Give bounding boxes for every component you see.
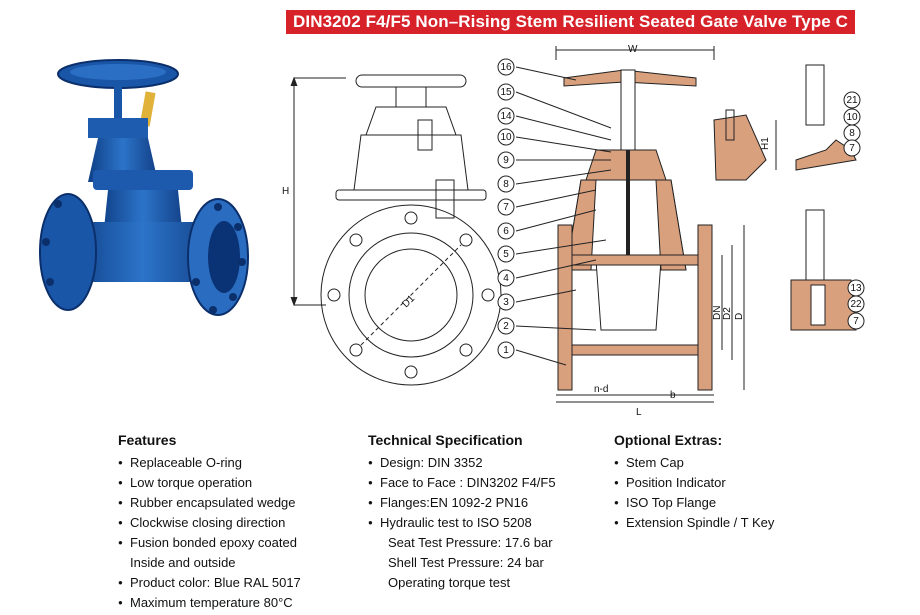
callout-8: 8 xyxy=(503,179,509,190)
extra-item: Stem Cap xyxy=(614,453,774,473)
detail-callout-21: 21 xyxy=(846,95,858,106)
dim-b: b xyxy=(670,390,676,401)
extra-item: Position Indicator xyxy=(614,473,774,493)
feature-item: Fusion bonded epoxy coated xyxy=(118,533,301,553)
technical-drawing: 16 15 14 10 9 8 7 6 5 4 3 2 1 21 10 8 7 … xyxy=(282,44,865,418)
spec-item: Flanges:EN 1092-2 PN16 xyxy=(368,493,556,513)
spec-sub-item: Shell Test Pressure: 24 bar xyxy=(388,555,544,570)
top-detail xyxy=(713,64,857,181)
callout-2: 2 xyxy=(503,321,509,332)
dim-dn: DN xyxy=(712,306,723,320)
callout-9: 9 xyxy=(503,155,509,166)
extras-section: Optional Extras: Stem Cap Position Indic… xyxy=(614,430,774,533)
callouts xyxy=(497,58,865,359)
feature-item: Product color: Blue RAL 5017 xyxy=(118,573,301,593)
callout-5: 5 xyxy=(503,249,509,260)
extra-item: Extension Spindle / T Key xyxy=(614,513,774,533)
detail-callout-7b: 7 xyxy=(853,316,859,327)
dim-h: H xyxy=(282,186,289,197)
spec-section: Technical Specification Design: DIN 3352… xyxy=(368,430,556,593)
spec-item: Hydraulic test to ISO 5208 xyxy=(368,513,556,533)
spec-item: Face to Face : DIN3202 F4/F5 xyxy=(368,473,556,493)
callout-16: 16 xyxy=(500,62,512,73)
callout-1: 1 xyxy=(503,345,509,356)
spec-heading: Technical Specification xyxy=(368,432,523,448)
callout-10: 10 xyxy=(500,132,512,143)
dim-d: D xyxy=(734,313,745,320)
spec-sub-item: Seat Test Pressure: 17.6 bar xyxy=(388,535,553,550)
detail-callout-13: 13 xyxy=(850,283,862,294)
spec-item: Design: DIN 3352 xyxy=(368,453,556,473)
extra-item: ISO Top Flange xyxy=(614,493,774,513)
detail-callout-8: 8 xyxy=(849,128,855,139)
feature-item: Rubber encapsulated wedge xyxy=(118,493,301,513)
callout-3: 3 xyxy=(503,297,509,308)
dim-d1: D1 xyxy=(400,293,417,310)
feature-item: Low torque operation xyxy=(118,473,301,493)
dim-d2: D2 xyxy=(722,307,733,320)
front-view xyxy=(290,74,502,386)
callout-14: 14 xyxy=(500,111,512,122)
feature-item: Clockwise closing direction xyxy=(118,513,301,533)
detail-callout-10: 10 xyxy=(846,112,858,123)
features-heading: Features xyxy=(118,432,177,448)
title-banner: DIN3202 F4/F5 Non–Rising Stem Resilient … xyxy=(286,10,855,34)
extras-heading: Optional Extras: xyxy=(614,432,723,448)
dim-h1: H1 xyxy=(760,137,771,150)
features-section: Features Replaceable O-ring Low torque o… xyxy=(118,430,301,613)
callout-4: 4 xyxy=(503,273,509,284)
dim-l: L xyxy=(636,407,642,418)
feature-item: Replaceable O-ring xyxy=(118,453,301,473)
callout-15: 15 xyxy=(500,87,512,98)
detail-callout-7: 7 xyxy=(849,143,855,154)
dim-w: W xyxy=(628,44,638,55)
dim-nd: n-d xyxy=(594,384,608,395)
feature-item: Maximum temperature 80°C xyxy=(118,593,301,613)
spec-sub-item: Operating torque test xyxy=(388,575,511,590)
feature-item: Inside and outside xyxy=(130,555,236,570)
callout-6: 6 xyxy=(503,226,509,237)
section-view xyxy=(555,46,745,403)
bottom-detail xyxy=(790,209,857,331)
detail-callout-22: 22 xyxy=(850,299,862,310)
callout-7: 7 xyxy=(503,202,509,213)
valve-product-photo xyxy=(39,59,249,316)
